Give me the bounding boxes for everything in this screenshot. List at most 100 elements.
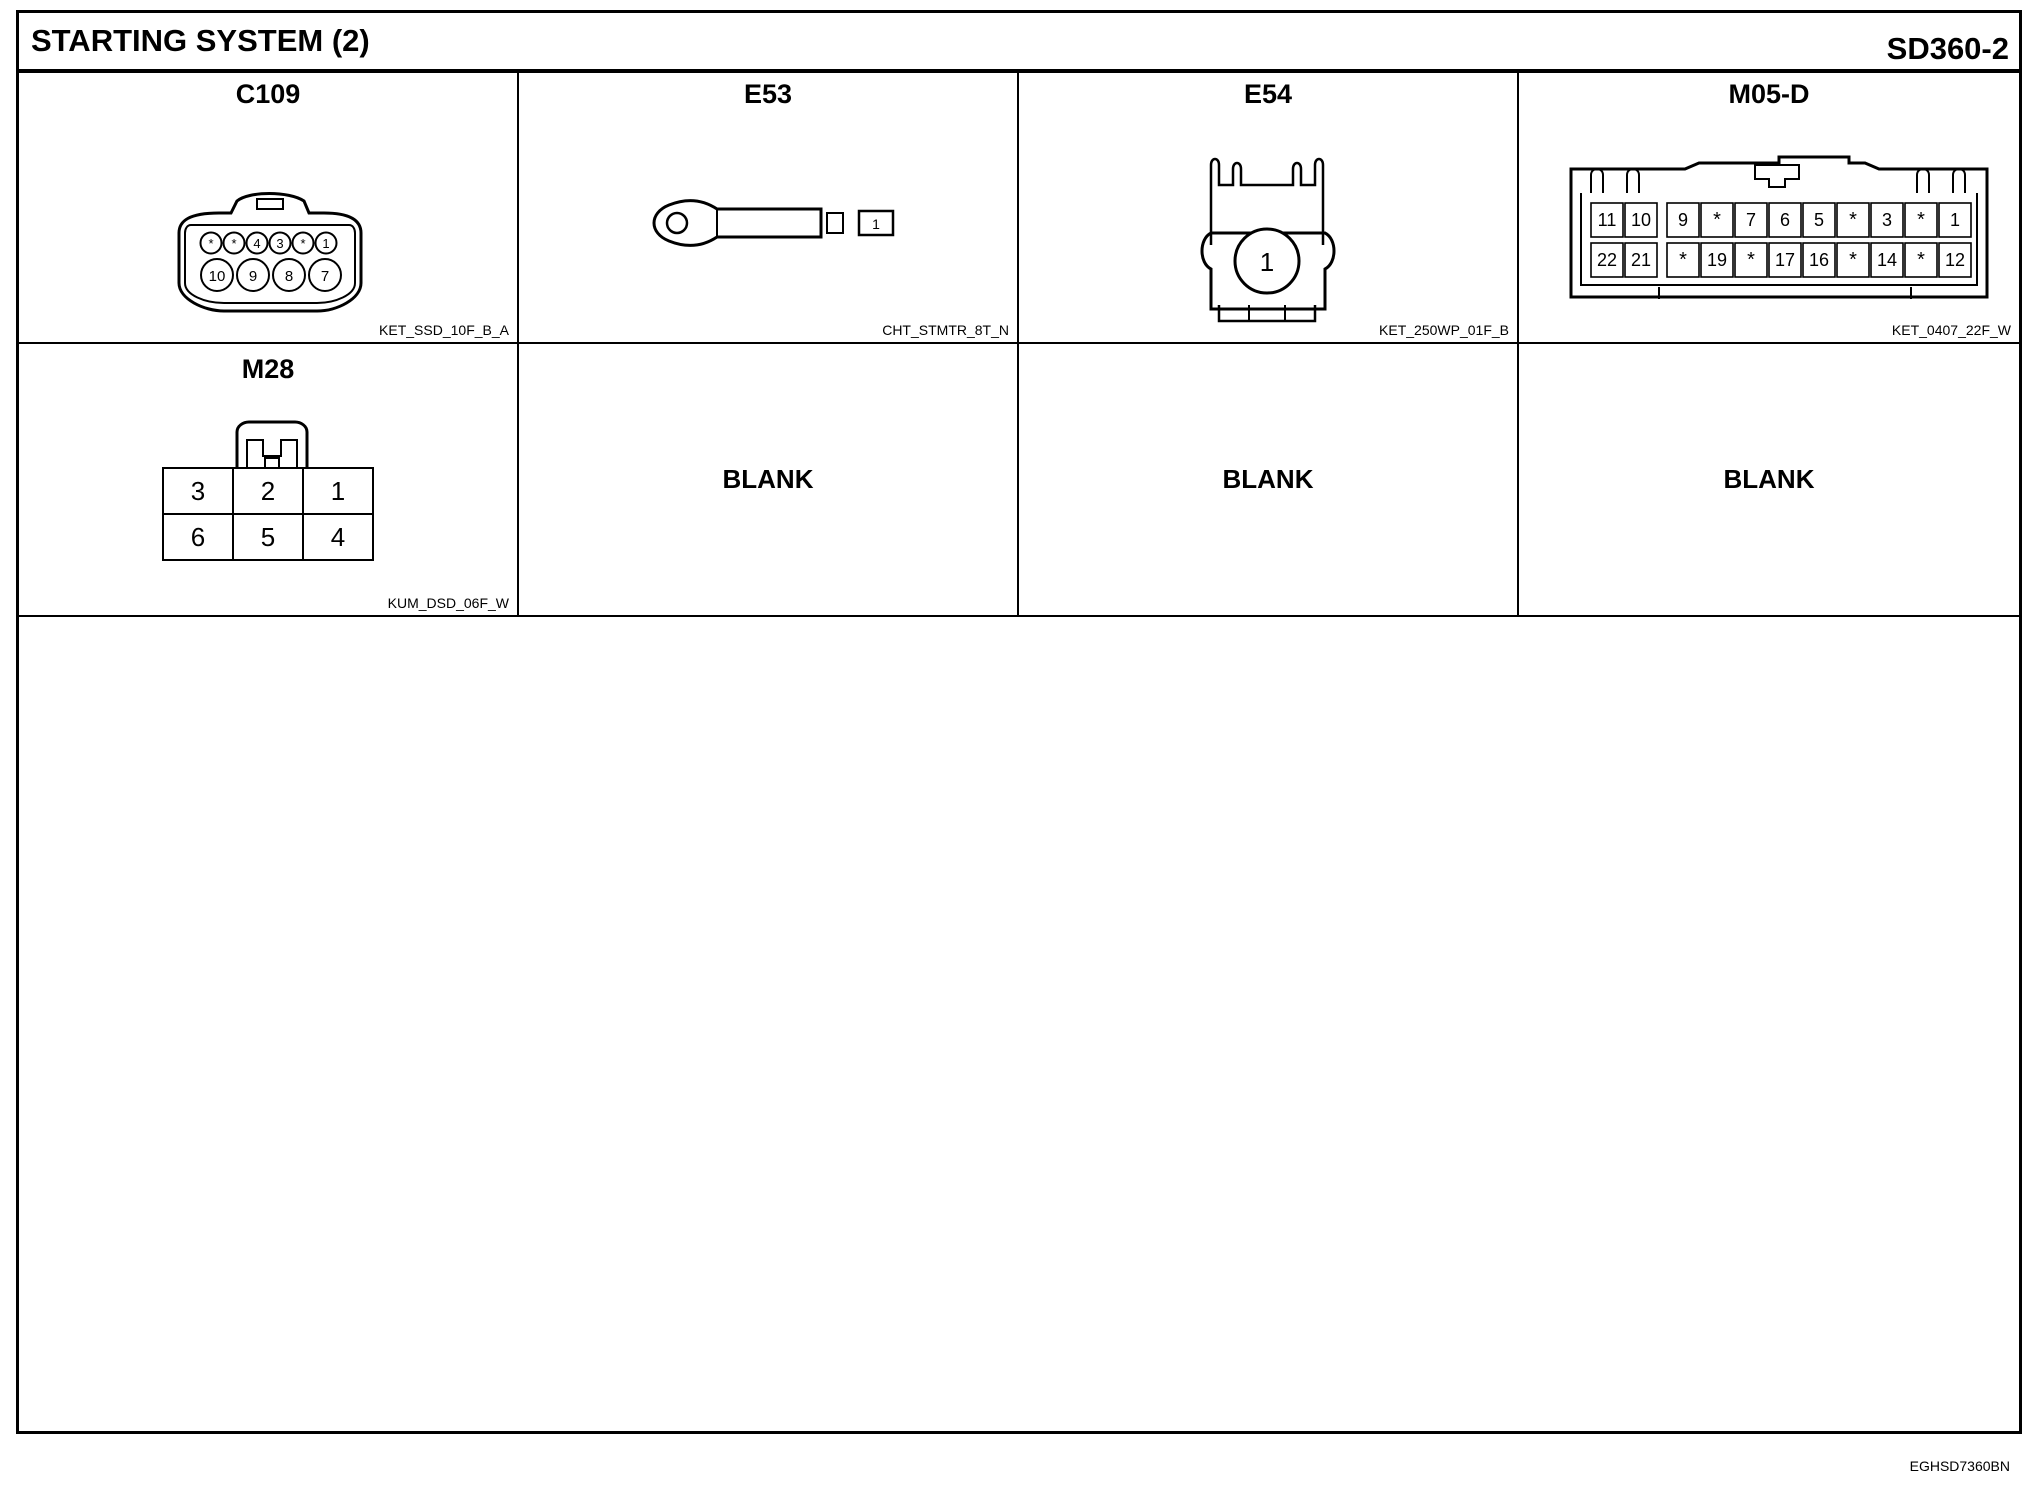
pin [200, 258, 234, 292]
pin-label: 9 [249, 268, 257, 285]
e54-connector-drawing: 1 [1200, 157, 1336, 323]
pin [245, 231, 269, 255]
pin-label: 7 [321, 268, 329, 285]
c109-connector-drawing: * * 4 3 * 1 10 9 8 7 [177, 192, 363, 313]
pin [308, 258, 342, 292]
pin [268, 231, 292, 255]
connector-grid: * * 4 3 * 1 10 9 8 7 C109 KET_SSD_10F_B_A 1 E53 … [19, 73, 2019, 617]
connector-cell-m28: 3 2 1 6 5 4 M28 KUM_DSD_06F_W [19, 344, 519, 615]
pin-label: 9 [1678, 210, 1688, 230]
pin-cavity [1624, 242, 1658, 278]
pin-label: 5 [261, 522, 275, 552]
connector-type: KET_0407_22F_W [1891, 322, 2011, 338]
connector-cell-e54: 1 E54 KET_250WP_01F_B [1019, 73, 1519, 344]
pin-label: * [1849, 209, 1857, 231]
pin-label: 22 [1597, 250, 1617, 270]
pin [199, 231, 223, 255]
pin-label: 3 [1882, 210, 1892, 230]
pin-label: 4 [253, 236, 260, 251]
pin-label: 1 [331, 476, 345, 506]
page-title: STARTING SYSTEM (2) [31, 23, 370, 58]
e54-pin-label: 1 [1260, 247, 1274, 277]
pin-label: 1 [1950, 210, 1960, 230]
pin-label: 12 [1945, 250, 1965, 270]
pin-label: 2 [261, 476, 275, 506]
pin-label: 10 [209, 268, 226, 285]
pin-label: 3 [191, 476, 205, 506]
pin-label: 19 [1707, 250, 1727, 270]
pin [236, 258, 270, 292]
pin-cavity [302, 467, 374, 515]
connector-name: C109 [235, 79, 301, 109]
pin-label: 4 [331, 522, 345, 552]
pin-label: 8 [285, 268, 293, 285]
connector-type: KET_250WP_01F_B [1379, 322, 1509, 338]
pin-cavity [1802, 202, 1836, 238]
e53-ring-terminal-drawing: 1 [652, 199, 895, 247]
pin-label: * [1679, 249, 1687, 271]
pin-cavity [1590, 242, 1624, 278]
diagram-sheet: STARTING SYSTEM (2) SD360-2 * * 4 3 * 1 10 9 8 7… [16, 10, 2022, 1434]
pin-label: * [1713, 209, 1721, 231]
pin-cavity [162, 513, 234, 561]
pin-cavity [1768, 242, 1802, 278]
connector-name: M28 [241, 354, 295, 384]
pin-cavity [1700, 202, 1734, 238]
pin-cavity [1836, 242, 1870, 278]
pin-label: * [1917, 249, 1925, 271]
pin-cavity [1700, 242, 1734, 278]
pin-cavity [1904, 202, 1938, 238]
e53-pin-label: 1 [872, 216, 880, 232]
blank-cell: BLANK [1019, 344, 1519, 615]
pin-label: 14 [1877, 250, 1897, 270]
pin-cavity [1802, 242, 1836, 278]
pin-label: * [231, 236, 236, 251]
pin-label: * [208, 236, 213, 251]
pin-cavity [1768, 202, 1802, 238]
blank-label: BLANK [1723, 464, 1815, 494]
pin-cavity [1590, 202, 1624, 238]
pin-cavity [1938, 242, 1972, 278]
pin-label: 17 [1775, 250, 1795, 270]
blank-label: BLANK [722, 464, 814, 494]
pin-cavity [232, 467, 304, 515]
pin-label: 1 [322, 236, 329, 251]
pin-label: * [300, 236, 305, 251]
drawing-reference: EGHSD7360BN [1909, 1458, 2010, 1474]
pin-label: 16 [1809, 250, 1829, 270]
page-code: SD360-2 [1886, 31, 2009, 66]
pin-cavity [1734, 242, 1768, 278]
pin-label: 10 [1631, 210, 1651, 230]
pin-cavity [1904, 242, 1938, 278]
pin [222, 231, 246, 255]
pin [272, 258, 306, 292]
pin-cavity [1734, 202, 1768, 238]
pin [291, 231, 315, 255]
pin-label: 3 [276, 236, 283, 251]
connector-type: KUM_DSD_06F_W [387, 595, 509, 611]
pin-cavity [1624, 202, 1658, 238]
pin-label: 7 [1746, 210, 1756, 230]
connector-type: KET_SSD_10F_B_A [379, 322, 509, 338]
pin-label: * [1849, 249, 1857, 271]
pin-label: * [1917, 209, 1925, 231]
pin [314, 231, 338, 255]
blank-label: BLANK [1222, 464, 1314, 494]
pin-cavity [1836, 202, 1870, 238]
connector-name: M05-D [1728, 79, 1810, 109]
connector-cell-e53: 1 E53 CHT_STMTR_8T_N [519, 73, 1019, 344]
pin-cavity [1938, 202, 1972, 238]
pin-cavity [1870, 242, 1904, 278]
pin-cavity [302, 513, 374, 561]
pin-label: * [1747, 249, 1755, 271]
connector-cell-c109: * * 4 3 * 1 10 9 8 7 C109 KET_SSD_10F_B_A [19, 73, 519, 344]
page-header: STARTING SYSTEM (2) SD360-2 [19, 13, 2019, 73]
connector-name: E53 [743, 79, 793, 109]
pin-label: 6 [191, 522, 205, 552]
m28-connector-drawing: 3 2 1 6 5 4 [162, 420, 374, 561]
pin-cavity [1666, 202, 1700, 238]
pin-label: 6 [1780, 210, 1790, 230]
blank-cell: BLANK [1519, 344, 2019, 615]
